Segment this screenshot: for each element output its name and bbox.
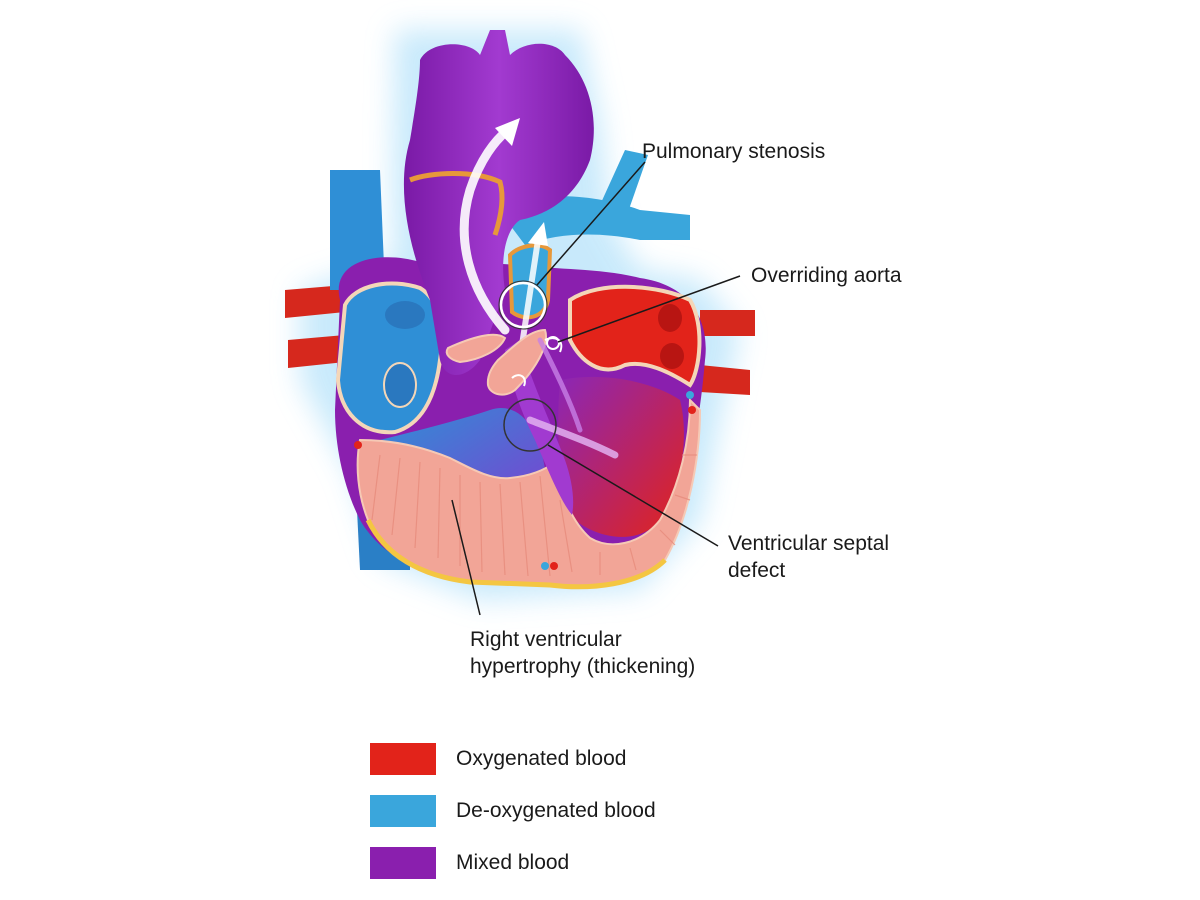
aorta xyxy=(403,30,594,375)
vsd-marker xyxy=(503,398,557,452)
aorta-wall xyxy=(409,171,505,236)
label-pulmonary-stenosis: Pulmonary stenosis xyxy=(642,140,826,163)
label-overriding-aorta: Overriding aorta xyxy=(751,264,902,287)
left-atrium-opening-1 xyxy=(658,304,682,332)
septal-flow xyxy=(537,337,583,433)
legend-item-mixed: Mixed blood xyxy=(370,847,569,879)
legend-label-deoxygenated: De-oxygenated blood xyxy=(456,799,656,822)
leader-overriding-aorta xyxy=(557,275,741,343)
legend-swatch-deoxygenated xyxy=(370,795,436,827)
legend-item-deoxygenated: De-oxygenated blood xyxy=(370,795,656,827)
pulmonary-stenosis-marker-outline xyxy=(498,280,548,330)
coronary-dot-4 xyxy=(688,406,696,414)
overriding-aorta-marker xyxy=(546,336,560,350)
left-atrium-opening-2 xyxy=(660,343,684,369)
legend-label-oxygenated: Oxygenated blood xyxy=(456,747,627,770)
legend-swatch-oxygenated xyxy=(370,743,436,775)
left-ventricle xyxy=(558,376,684,537)
label-vsd-line1: Ventricular septal xyxy=(728,532,890,555)
right-atrium xyxy=(335,281,444,435)
leader-vsd xyxy=(547,444,719,547)
leader-lines xyxy=(451,161,741,616)
legend-swatch-mixed xyxy=(370,847,436,879)
coronary-dot-1 xyxy=(541,562,549,570)
infundibulum-left xyxy=(445,333,507,364)
muscle-striations xyxy=(371,454,697,577)
leader-pulmonary-stenosis xyxy=(536,161,646,286)
label-rvh-line1: Right ventricular xyxy=(470,628,622,651)
pulmonary-arrowhead xyxy=(528,222,548,246)
infundibulum-right xyxy=(486,328,547,396)
coronary-dot-3 xyxy=(686,391,694,399)
atrium-opening xyxy=(385,301,425,329)
coronary-dot-2 xyxy=(550,562,558,570)
pulmonary-veins xyxy=(285,285,755,395)
label-rvh-line2: hypertrophy (thickening) xyxy=(470,655,696,678)
aorta-arrowhead xyxy=(495,118,520,146)
pulmonary-stenosis-marker xyxy=(499,281,547,329)
coronary-dot-5 xyxy=(354,441,362,449)
mixing-flow xyxy=(526,416,619,459)
epicardium-band xyxy=(365,518,667,590)
tricuspid-opening xyxy=(383,362,417,408)
legend-item-oxygenated: Oxygenated blood xyxy=(370,743,626,775)
aorta-flow-arrow xyxy=(459,125,513,335)
aortic-valve-leaflet xyxy=(511,374,526,387)
leader-rvh xyxy=(451,499,481,616)
legend-label-mixed: Mixed blood xyxy=(456,851,570,874)
label-vsd-line2: defect xyxy=(728,559,786,582)
